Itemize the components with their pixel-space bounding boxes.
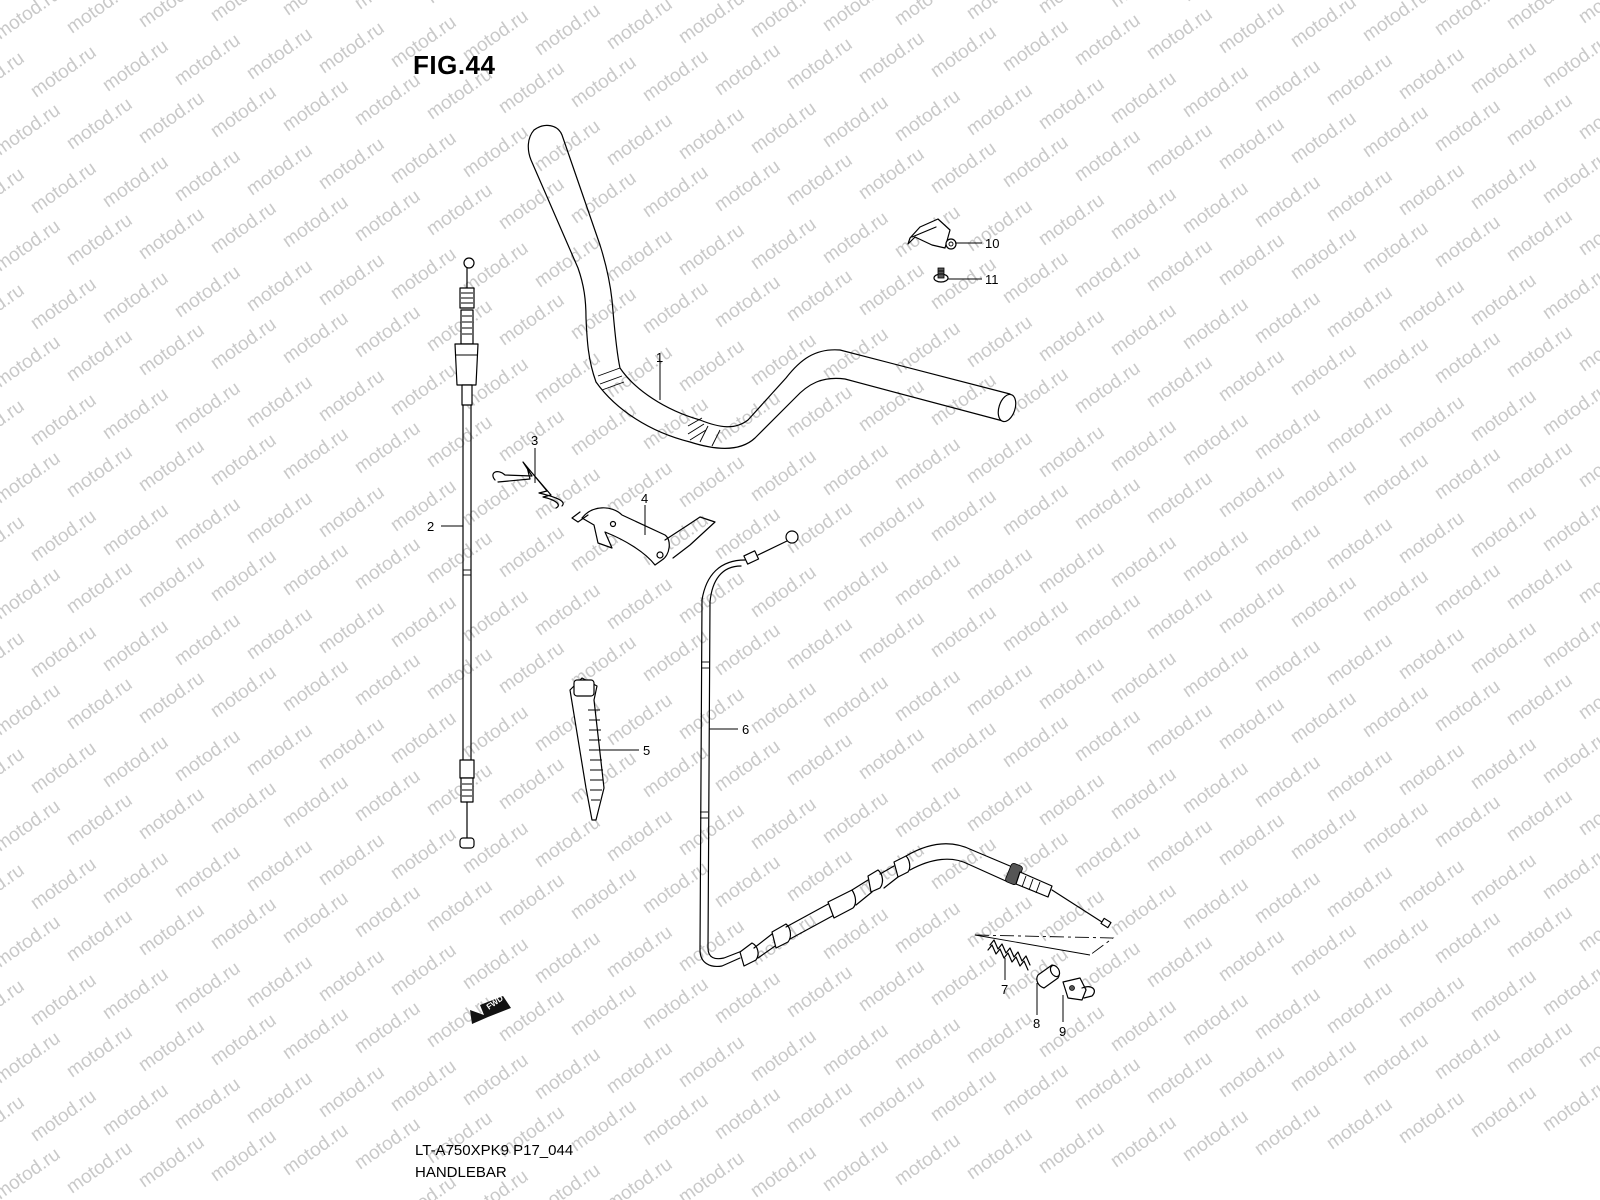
throttle-cable-part[interactable] (454, 257, 479, 849)
callout-4: 4 (641, 491, 648, 506)
screw-part[interactable] (933, 267, 949, 283)
forward-arrow-icon: FWD (470, 994, 511, 1024)
figure-title: FIG.44 (413, 50, 496, 80)
callout-6: 6 (742, 722, 749, 737)
callout-numbers: 1 2 3 4 5 6 7 8 9 10 11 (427, 236, 1066, 1039)
cable-holder-part[interactable] (907, 218, 957, 250)
cable-bracket-part[interactable] (571, 507, 716, 566)
model-code: LT-A750XPK9 P17_044 (415, 1142, 574, 1159)
section-name: HANDLEBAR (415, 1164, 507, 1181)
leader-lines (441, 242, 1064, 1022)
spring-part[interactable] (987, 939, 1031, 971)
handlebar-part[interactable] (527, 124, 1019, 449)
callout-9: 9 (1059, 1024, 1066, 1039)
callout-5: 5 (643, 743, 650, 758)
callout-7: 7 (1001, 982, 1008, 997)
brake-cable-part[interactable] (699, 530, 1115, 968)
callout-1: 1 (656, 350, 663, 365)
callout-11: 11 (985, 272, 999, 287)
cable-tie-part[interactable] (569, 677, 605, 821)
callout-10: 10 (985, 236, 999, 251)
collar-part[interactable] (1036, 964, 1062, 989)
callout-3: 3 (531, 433, 538, 448)
callout-8: 8 (1033, 1016, 1040, 1031)
callout-2: 2 (427, 519, 434, 534)
cable-end-joint-part[interactable] (1062, 977, 1095, 1001)
wire-clip-part[interactable] (492, 461, 564, 509)
